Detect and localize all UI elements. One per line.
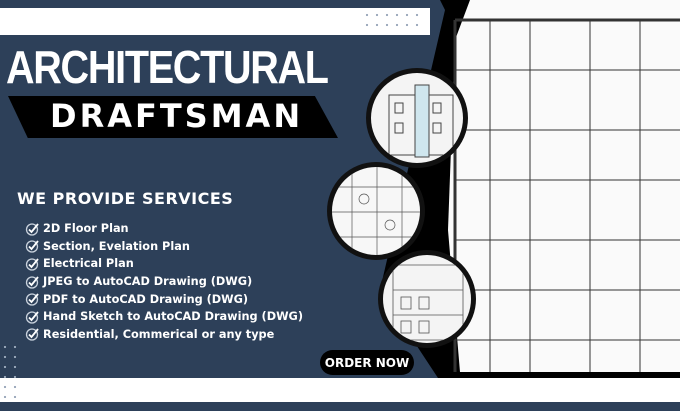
service-item: Hand Sketch to AutoCAD Drawing (DWG)	[25, 308, 303, 326]
check-circle-icon	[25, 293, 39, 306]
service-item: JPEG to AutoCAD Drawing (DWG)	[25, 273, 303, 291]
service-label: PDF to AutoCAD Drawing (DWG)	[43, 292, 249, 306]
check-circle-icon	[25, 328, 39, 342]
title-architectural: ARCHITECTURAL	[6, 41, 329, 93]
service-label: JPEG to AutoCAD Drawing (DWG)	[43, 275, 253, 289]
check-circle-icon	[25, 223, 39, 236]
check-circle-icon	[25, 258, 39, 271]
service-item: PDF to AutoCAD Drawing (DWG)	[25, 290, 303, 308]
service-item: Electrical Plan	[25, 255, 303, 273]
floor-plan-circle	[327, 162, 425, 260]
dot-pattern	[362, 10, 422, 34]
bottom-white-strip	[0, 378, 680, 402]
title-banner	[8, 96, 338, 138]
order-now-button[interactable]: ORDER NOW	[320, 350, 414, 375]
service-label: Section, Evelation Plan	[43, 239, 190, 253]
service-label: Hand Sketch to AutoCAD Drawing (DWG)	[43, 310, 303, 324]
services-heading: WE PROVIDE SERVICES	[17, 189, 234, 208]
service-label: 2D Floor Plan	[43, 222, 129, 236]
elevation-circle	[366, 68, 468, 168]
service-label: Residential, Commerical or any type	[43, 327, 275, 341]
top-white-strip	[0, 8, 430, 35]
service-item: 2D Floor Plan	[25, 220, 303, 238]
service-item: Section, Evelation Plan	[25, 238, 303, 256]
service-label: Electrical Plan	[43, 257, 134, 271]
title-draftsman: DRAFTSMAN	[50, 97, 304, 135]
check-circle-icon	[25, 240, 39, 254]
section-circle	[378, 250, 476, 348]
service-item: Residential, Commerical or any type	[25, 326, 303, 344]
check-circle-icon	[25, 311, 39, 324]
check-circle-icon	[25, 275, 39, 289]
dot-pattern	[0, 342, 22, 398]
